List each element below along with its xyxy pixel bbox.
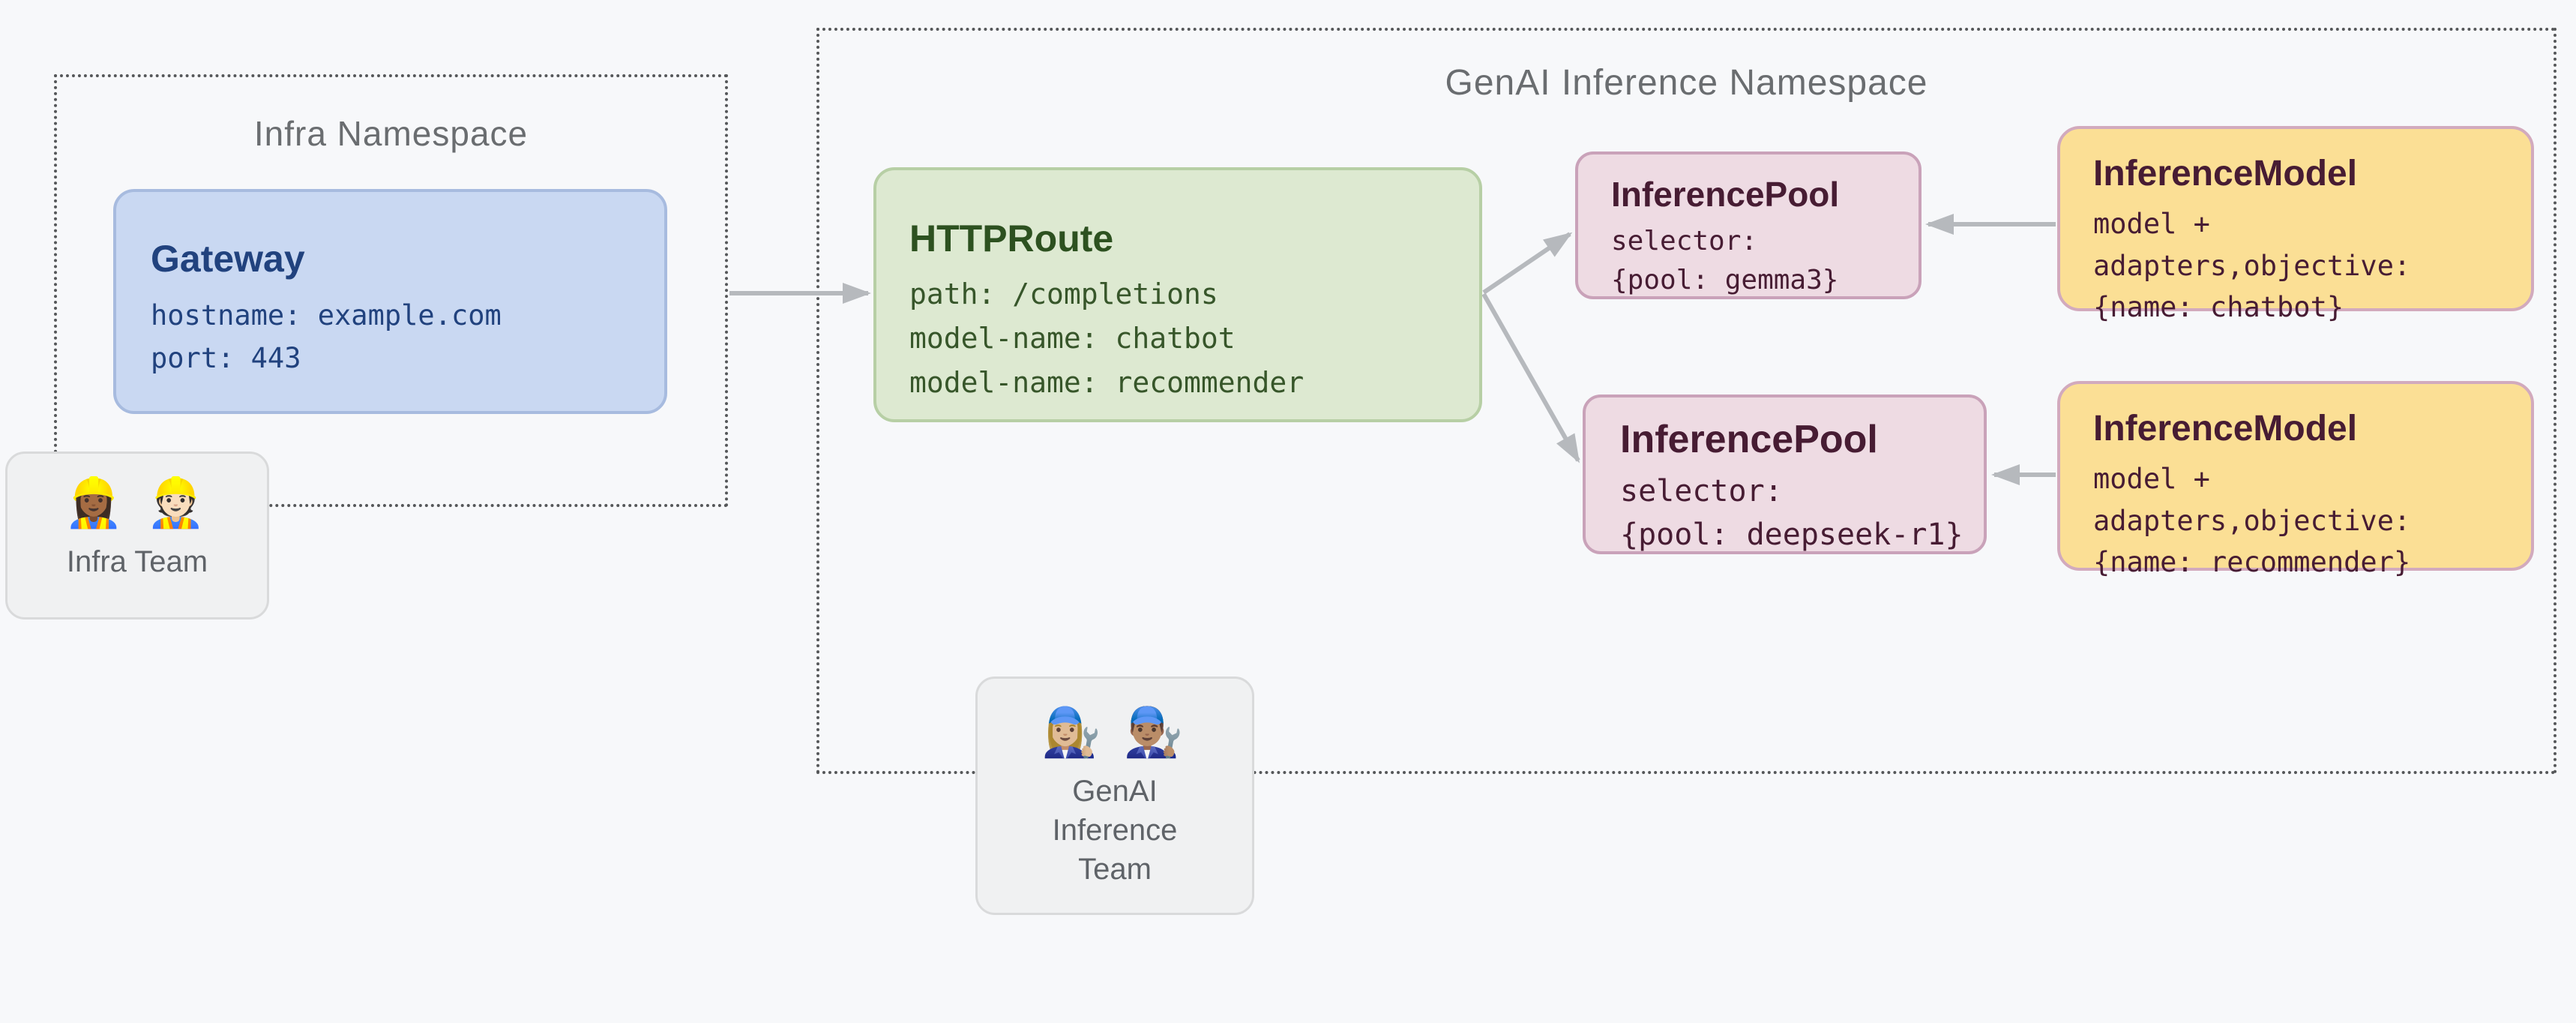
inferencepool-deepseek-selector: selector: — [1620, 474, 1783, 508]
inferencepool-deepseek-node: InferencePool selector: {pool: deepseek-… — [1583, 394, 1987, 554]
httproute-title: HTTPRoute — [909, 218, 1114, 260]
gateway-node: Gateway hostname: example.com port: 443 — [113, 189, 667, 414]
httproute-node: HTTPRoute path: /completions model-name:… — [873, 167, 1482, 422]
gateway-port: port: 443 — [151, 342, 301, 375]
inferencepool-gemma-node: InferencePool selector: {pool: gemma3} — [1575, 152, 1922, 299]
construction-workers-icon: 👷🏾‍♀️ 👷🏻 — [64, 476, 211, 530]
genai-team-card: 👩🏼‍🔧 👨🏽‍🔧 GenAI Inference Team — [975, 676, 1254, 915]
inferencemodel-chatbot-line3: {name: chatbot} — [2093, 291, 2344, 323]
genai-namespace-title: GenAI Inference Namespace — [1445, 63, 1928, 103]
inferencepool-gemma-pool: {pool: gemma3} — [1611, 265, 1839, 296]
inferencemodel-recommender-line2: adapters,objective: — [2093, 504, 2411, 537]
gateway-hostname: hostname: example.com — [151, 299, 502, 332]
mechanics-icon: 👩🏼‍🔧 👨🏽‍🔧 — [1041, 705, 1188, 759]
inferencemodel-recommender-title: InferenceModel — [2093, 409, 2358, 448]
inferencemodel-chatbot-line1: model + — [2093, 208, 2210, 240]
infra-namespace-group: Infra Namespace — [54, 74, 728, 507]
httproute-model-chatbot: model-name: chatbot — [909, 321, 1236, 355]
inferencemodel-chatbot-node: InferenceModel model + adapters,objectiv… — [2057, 126, 2534, 323]
genai-team-label: GenAI Inference Team — [1052, 775, 1178, 886]
inferencepool-deepseek-title: InferencePool — [1620, 418, 1878, 461]
inferencepool-gemma-selector: selector: — [1611, 226, 1758, 256]
inferencemodel-recommender-line1: model + — [2093, 463, 2210, 495]
genai-namespace-group: GenAI Inference Namespace — [816, 28, 2557, 774]
httproute-model-recommender: model-name: recommender — [909, 365, 1304, 399]
inferencepool-gemma-title: InferencePool — [1611, 175, 1840, 214]
infra-team-label: Infra Team — [66, 545, 208, 579]
inferencemodel-recommender-line3: {name: recommender} — [2093, 546, 2411, 578]
httproute-path: path: /completions — [909, 278, 1218, 310]
inferencemodel-recommender-node: InferenceModel model + adapters,objectiv… — [2057, 381, 2534, 578]
inferencemodel-chatbot-line2: adapters,objective: — [2093, 249, 2411, 282]
inferencepool-deepseek-pool: {pool: deepseek-r1} — [1620, 518, 1963, 552]
inferencemodel-chatbot-title: InferenceModel — [2093, 154, 2358, 194]
infra-namespace-title: Infra Namespace — [253, 114, 529, 153]
gateway-title: Gateway — [151, 238, 305, 280]
infra-team-card: 👷🏾‍♀️ 👷🏻 Infra Team — [5, 452, 269, 620]
